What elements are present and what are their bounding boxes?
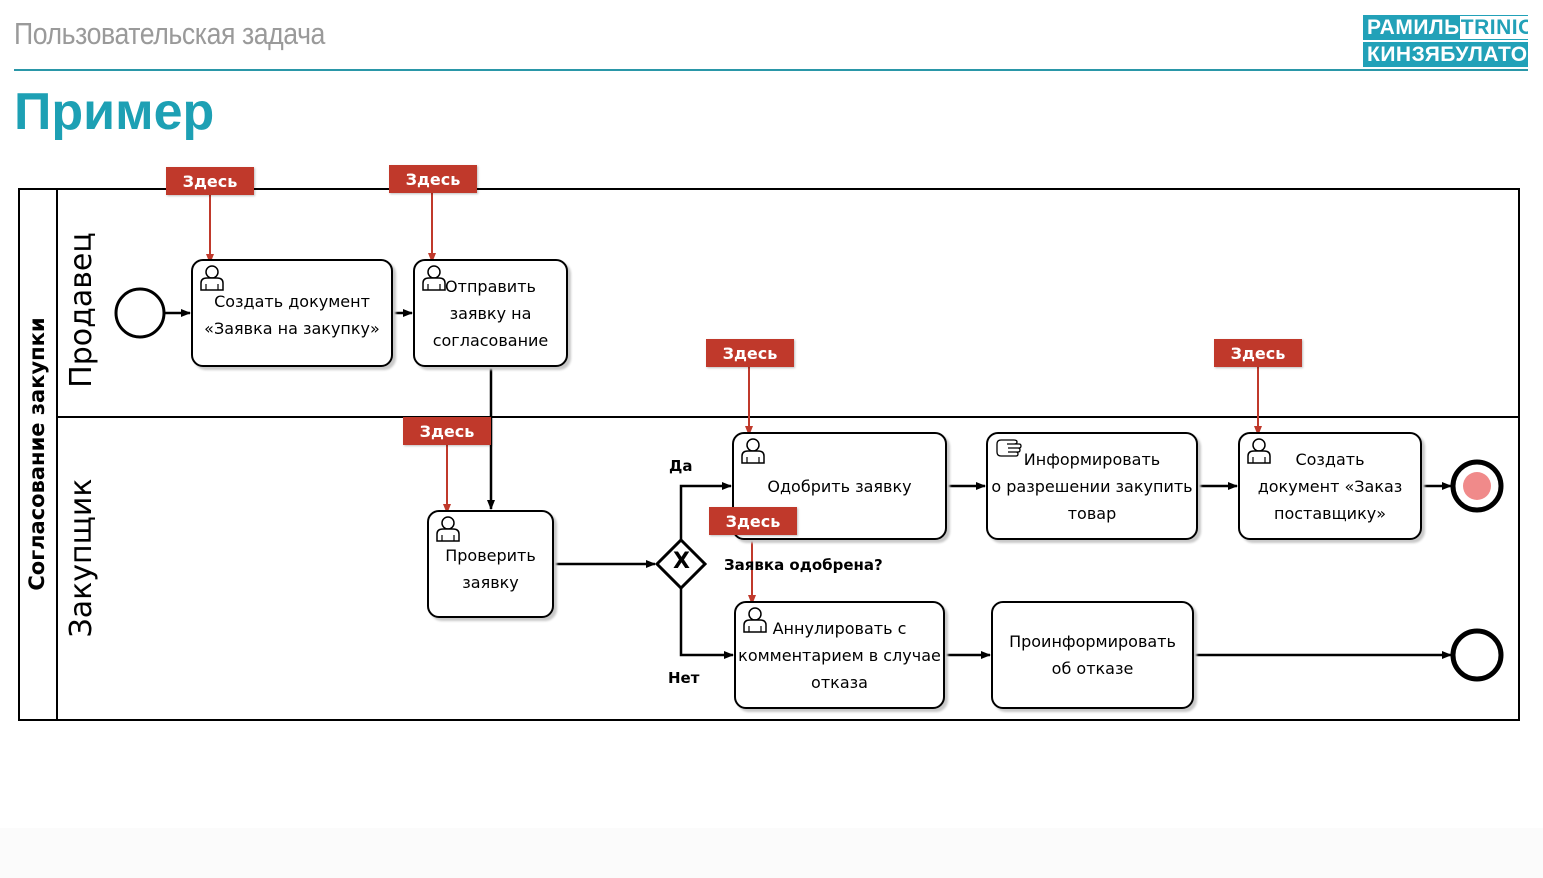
flow-label-no: Нет xyxy=(668,669,700,687)
marker-here: Здесь xyxy=(706,339,794,367)
slide-subtitle: Пользовательская задача xyxy=(14,16,325,51)
marker-here: Здесь xyxy=(166,167,254,195)
end-event-approved-fill xyxy=(1463,472,1491,500)
task-create-request[interactable]: Создать документ «Заявка на закупку» xyxy=(191,259,393,367)
user-icon xyxy=(436,516,460,542)
marker-here: Здесь xyxy=(389,165,477,193)
marker-here: Здесь xyxy=(1214,339,1302,367)
task-create-supplier-order[interactable]: Создать документ «Заказ поставщику» xyxy=(1238,432,1422,540)
brand-logo: РАМИЛЬTRINION КИНЗЯБУЛАТОВ xyxy=(1363,15,1528,69)
gateway-question: Заявка одобрена? xyxy=(724,556,883,574)
marker-here: Здесь xyxy=(709,507,797,535)
footer-band xyxy=(0,828,1543,878)
end-event-rejected xyxy=(1450,628,1504,682)
user-icon xyxy=(422,265,446,291)
task-label: Информировать о разрешении закупить това… xyxy=(991,449,1193,523)
logo-text-1b: TRINION xyxy=(1459,16,1528,39)
task-label: Аннулировать с комментарием в случае отк… xyxy=(738,618,941,692)
logo-line-2: КИНЗЯБУЛАТОВ xyxy=(1363,42,1528,67)
task-approve-request[interactable]: Одобрить заявку xyxy=(732,432,947,540)
header-divider xyxy=(14,69,1528,71)
task-label: Создать документ «Заказ поставщику» xyxy=(1257,449,1403,523)
task-label: Проинформировать об отказе xyxy=(1009,632,1176,678)
lane-title-seller: Продавец xyxy=(64,232,99,388)
flow-gateway-no xyxy=(679,588,734,659)
task-label: Создать документ «Заявка на закупку» xyxy=(204,292,380,338)
pool-title: Согласование закупки xyxy=(25,317,49,591)
task-cancel-with-comment[interactable]: Аннулировать с комментарием в случае отк… xyxy=(734,601,945,709)
user-icon xyxy=(1247,438,1271,464)
task-label: Отправить заявку на согласование xyxy=(432,276,549,350)
slide-title: Пример xyxy=(14,83,215,141)
manual-task-hand-icon xyxy=(996,439,1022,457)
gateway-x-symbol: X xyxy=(673,549,690,574)
task-send-for-approval[interactable]: Отправить заявку на согласование xyxy=(413,259,568,367)
logo-text-1: РАМИЛЬ xyxy=(1367,16,1460,39)
start-event xyxy=(114,287,166,339)
flow-gateway-yes xyxy=(679,482,732,540)
task-inform-approval[interactable]: Информировать о разрешении закупить това… xyxy=(986,432,1198,540)
user-icon xyxy=(743,607,767,633)
task-label: Одобрить заявку xyxy=(767,476,912,496)
marker-here: Здесь xyxy=(403,417,491,445)
pool-frame xyxy=(18,188,1520,721)
task-inform-rejection[interactable]: Проинформировать об отказе xyxy=(991,601,1194,709)
task-label: Проверить заявку xyxy=(445,546,536,592)
user-icon xyxy=(741,438,765,464)
lane-title-buyer: Закупщик xyxy=(64,478,99,638)
logo-line-1: РАМИЛЬTRINION xyxy=(1363,15,1528,40)
user-icon xyxy=(200,265,224,291)
task-review-request[interactable]: Проверить заявку xyxy=(427,510,554,618)
flow-label-yes: Да xyxy=(669,457,693,475)
